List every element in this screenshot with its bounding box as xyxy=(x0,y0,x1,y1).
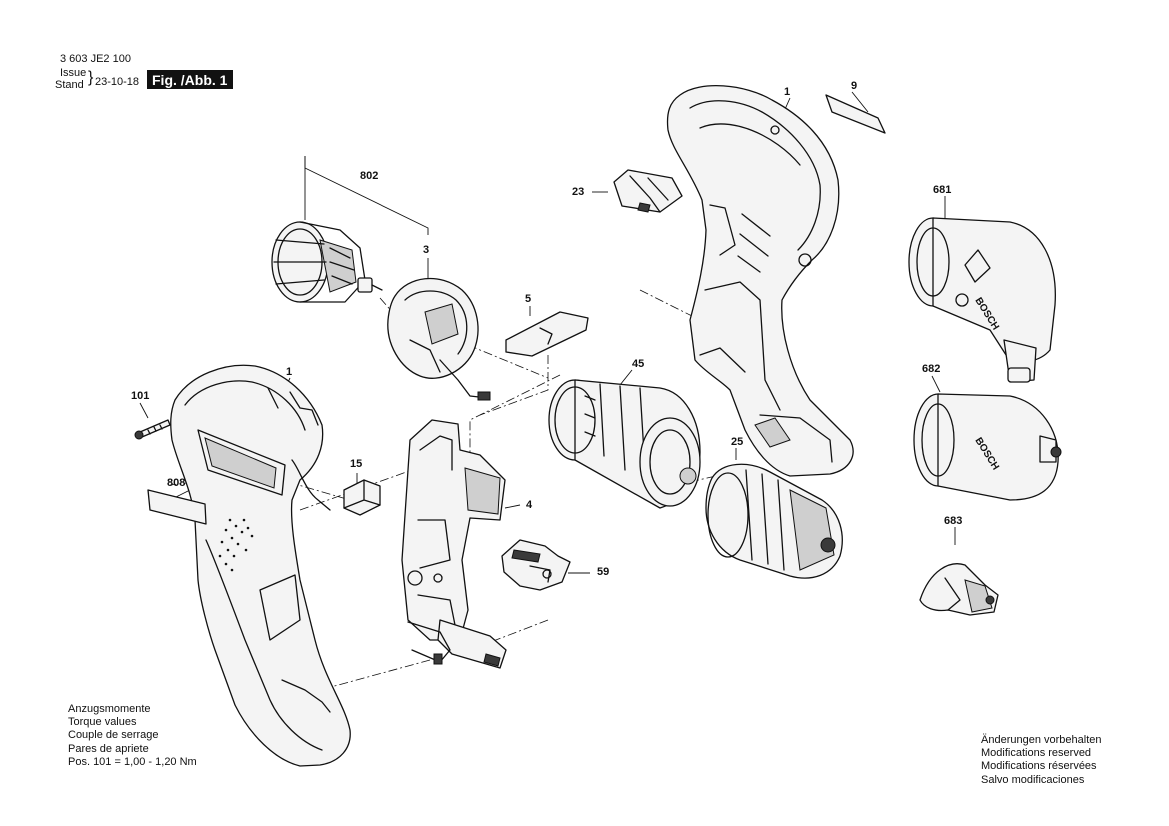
switch-assembly-4 xyxy=(401,419,507,669)
torque-line: Anzugsmomente xyxy=(68,703,151,715)
callout-4: 4 xyxy=(526,499,533,511)
callout-682: 682 xyxy=(922,363,941,375)
torque-line: Torque values xyxy=(68,716,137,729)
modification-line: Modifications réservées xyxy=(981,760,1097,773)
callout-3: 3 xyxy=(423,244,430,256)
callout-681: 681 xyxy=(933,184,952,196)
angle-attachment-681: BOSCH xyxy=(908,217,1056,383)
torque-line: Couple de serrage xyxy=(68,729,159,742)
screw-101 xyxy=(134,419,171,440)
document-number: 3 603 JE2 100 xyxy=(60,53,131,65)
issue-date: 23-10-18 xyxy=(95,76,140,88)
torque-values-note: Anzugsmomente Torque values Couple de se… xyxy=(68,703,197,769)
torque-line: Pos. 101 = 1,00 - 1,20 Nm xyxy=(68,755,197,768)
callout-25: 25 xyxy=(731,436,744,448)
battery-contact-59 xyxy=(501,539,571,591)
callout-802: 802 xyxy=(360,170,379,182)
callout-45: 45 xyxy=(632,358,645,370)
stand-label: Stand xyxy=(55,79,84,91)
callout-101: 101 xyxy=(131,390,150,402)
callout-5: 5 xyxy=(525,293,532,305)
torque-line: Pares de apriete xyxy=(68,742,149,755)
eccentric-attachment-683 xyxy=(919,563,999,616)
slide-switch-23 xyxy=(613,169,683,213)
label-plate-9 xyxy=(825,94,886,134)
nameplate-808 xyxy=(147,489,207,525)
offset-attachment-682: BOSCH xyxy=(913,393,1062,501)
callout-683: 683 xyxy=(944,515,963,527)
callout-9: 9 xyxy=(851,80,858,92)
bushing-15 xyxy=(343,479,381,516)
callout-1-housing-left: 1 xyxy=(286,366,293,378)
pad-5 xyxy=(505,311,589,357)
chuck-25 xyxy=(705,463,843,579)
modification-line: Änderungen vorbehalten xyxy=(981,734,1102,746)
modifications-note: Änderungen vorbehalten Modifications res… xyxy=(981,734,1101,787)
brace-symbol: } xyxy=(88,69,94,86)
gearbox-45 xyxy=(548,379,701,509)
housing-shell-left xyxy=(170,364,351,767)
callout-15: 15 xyxy=(350,458,363,470)
motor-armature-802 xyxy=(271,221,383,303)
housing-shell-right xyxy=(666,85,854,477)
figure-label: Fig. /Abb. 1 xyxy=(147,70,234,89)
callout-59: 59 xyxy=(597,566,610,578)
modification-line: Salvo modificaciones xyxy=(981,773,1085,786)
callout-808: 808 xyxy=(167,477,186,489)
modification-line: Modifications reserved xyxy=(981,747,1092,760)
issue-label: Issue xyxy=(60,67,87,79)
stator-3 xyxy=(387,277,491,401)
callout-1-housing-right: 1 xyxy=(784,86,791,98)
callout-23: 23 xyxy=(572,186,585,198)
